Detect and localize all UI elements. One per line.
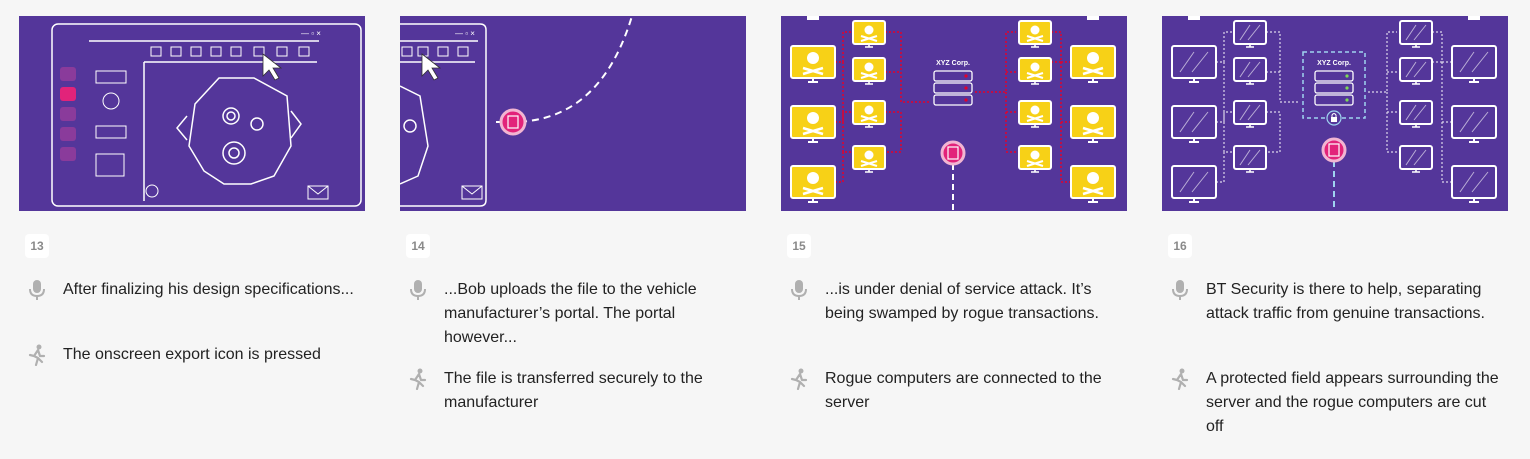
server-label: XYZ Corp. — [936, 60, 970, 67]
sidebar-part-icons — [95, 70, 127, 177]
rogue-computer-icon — [789, 164, 837, 204]
computer-icon — [1451, 105, 1497, 143]
sidebar-tabs — [60, 67, 76, 161]
panel-13-illustration: — ▫ × — [19, 16, 365, 211]
panel-16-illustration: XYZ Corp. — [1162, 16, 1508, 211]
panel-14-illustration: — ▫ × — [400, 16, 746, 211]
running-person-icon — [790, 368, 808, 390]
file-transfer-icon — [1321, 137, 1347, 163]
panel-number: 13 — [25, 234, 49, 258]
computer-icon — [1399, 57, 1433, 85]
window-controls-icon: — ▫ × — [455, 29, 475, 38]
microphone-icon — [791, 280, 807, 300]
rogue-computer-icon — [852, 100, 886, 128]
computer-icon — [1399, 100, 1433, 128]
toolbar-icons — [150, 46, 310, 57]
attack-connection-lines — [835, 31, 1071, 183]
lock-icon — [1326, 110, 1342, 126]
screen-window-outline — [400, 23, 487, 207]
rogue-computer-icon — [1018, 145, 1052, 173]
action-text: The onscreen export icon is pressed — [63, 346, 321, 363]
server-label: XYZ Corp. — [1317, 60, 1351, 67]
computer-icon — [1233, 100, 1267, 128]
clock-icon — [145, 184, 159, 198]
rogue-computer-icon — [852, 145, 886, 173]
computer-icon — [1171, 105, 1217, 143]
blocked-connection-lines — [1216, 31, 1452, 183]
running-person-icon — [1171, 368, 1189, 390]
rogue-computer-icon — [1069, 164, 1117, 204]
rogue-computer-icon — [1018, 100, 1052, 128]
computer-icon — [1451, 45, 1497, 83]
microphone-icon — [1172, 280, 1188, 300]
voiceover-text: After finalizing his design specificatio… — [63, 281, 354, 298]
server-icon — [1314, 70, 1354, 106]
file-transfer-icon — [940, 140, 966, 166]
storyboard-panel-13: — ▫ × — [19, 16, 365, 366]
rogue-computer-icon — [1018, 20, 1052, 48]
screen-window-outline — [51, 23, 362, 207]
server-icon — [933, 70, 973, 106]
action-text: The file is transferred securely to the … — [444, 370, 703, 411]
computer-icon — [1399, 145, 1433, 173]
running-person-icon — [409, 368, 427, 390]
mouse-cursor-icon — [262, 53, 283, 81]
computer-icon — [1399, 20, 1433, 48]
protected-field-boundary — [1302, 51, 1366, 119]
file-transfer-icon — [499, 108, 527, 136]
mouse-cursor-icon — [421, 53, 442, 81]
envelope-icon — [461, 185, 483, 200]
computer-icon — [1233, 145, 1267, 173]
rogue-computer-icon — [852, 57, 886, 85]
storyboard-panel-15: XYZ Corp. 15 ...is under denial of servi… — [781, 16, 1127, 411]
computer-icon — [1171, 165, 1217, 203]
rogue-computer-icon — [852, 20, 886, 48]
voiceover-text: ...is under denial of service attack. It… — [825, 281, 1099, 322]
microphone-icon — [410, 280, 426, 300]
panel-15-illustration: XYZ Corp. — [781, 16, 1127, 211]
computer-icon — [1171, 45, 1217, 83]
action-text: Rogue computers are connected to the ser… — [825, 370, 1102, 411]
engine-block-icon — [176, 77, 302, 185]
panel-number: 14 — [406, 234, 430, 258]
rogue-computer-icon — [1018, 57, 1052, 85]
running-person-icon — [28, 344, 46, 366]
computer-icon — [1451, 165, 1497, 203]
engine-block-partial-icon — [400, 85, 429, 185]
computer-icon — [1233, 20, 1267, 48]
rogue-computer-icon — [789, 104, 837, 144]
microphone-icon — [29, 280, 45, 300]
panel-number: 15 — [787, 234, 811, 258]
window-controls-icon: — ▫ × — [301, 29, 321, 38]
voiceover-text: ...Bob uploads the file to the vehicle m… — [444, 281, 697, 346]
upload-path-line — [496, 16, 633, 123]
envelope-icon — [307, 185, 329, 200]
rogue-computer-icon — [789, 44, 837, 84]
computer-icon — [1233, 57, 1267, 85]
rogue-computer-icon — [1069, 44, 1117, 84]
action-text: A protected field appears surrounding th… — [1206, 370, 1499, 435]
panel-number: 16 — [1168, 234, 1192, 258]
storyboard-panel-16: XYZ Corp. 16 BT Security is there to hel… — [1162, 16, 1508, 435]
storyboard-panel-14: — ▫ × 14 . — [400, 16, 746, 411]
voiceover-text: BT Security is there to help, separating… — [1206, 281, 1485, 322]
rogue-computer-icon — [1069, 104, 1117, 144]
